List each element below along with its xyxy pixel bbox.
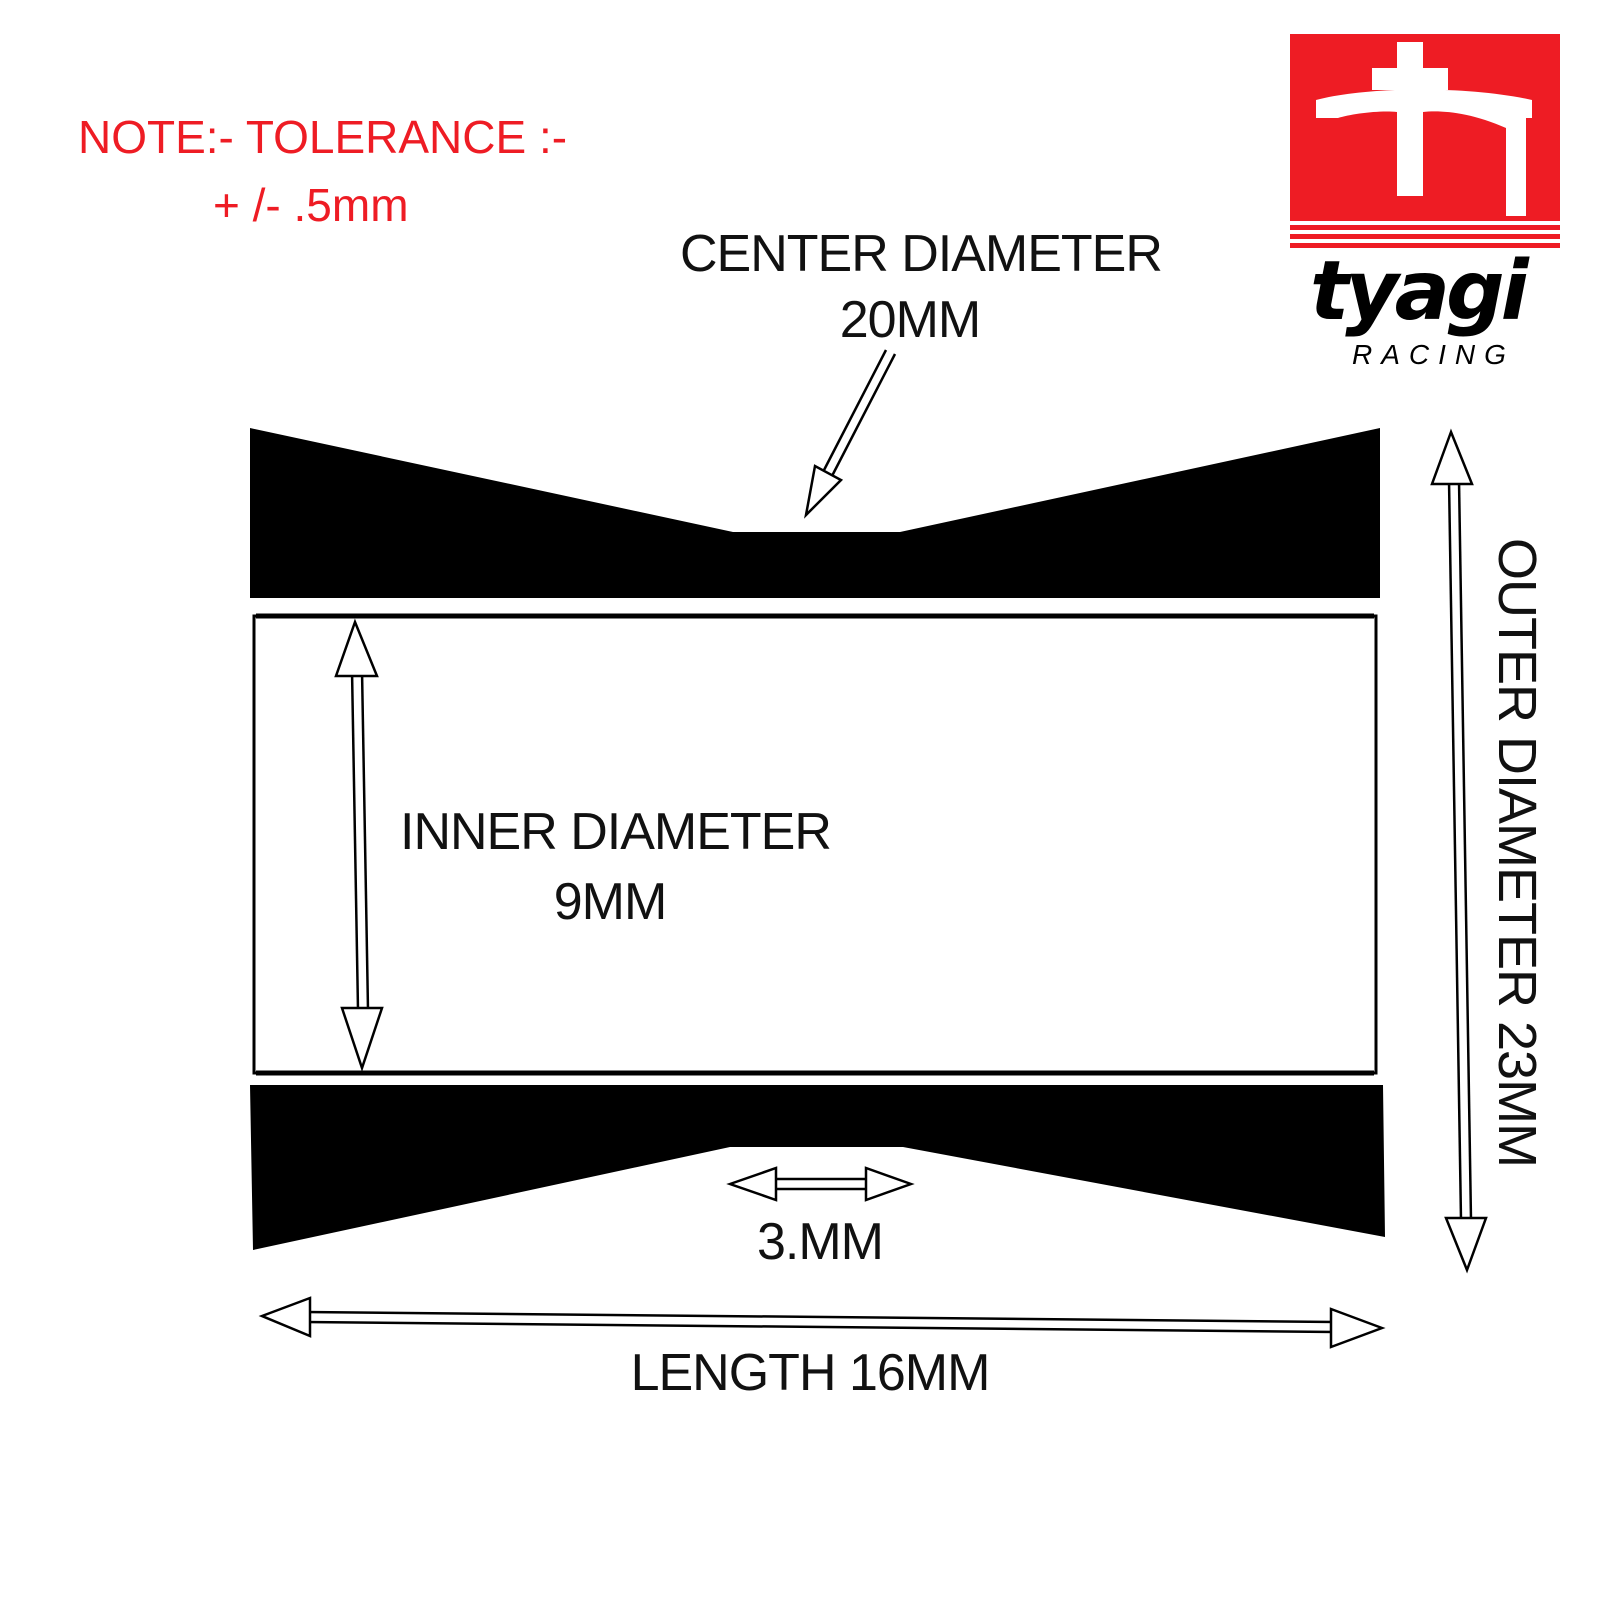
bushing-bottom-section bbox=[250, 1085, 1385, 1250]
inner-diameter-value: 9MM bbox=[553, 873, 668, 931]
tyagi-racing-logo: tyagi RACING bbox=[1290, 34, 1560, 374]
bushing-top-section bbox=[250, 428, 1380, 598]
logo-wordmark: tyagi bbox=[1310, 244, 1529, 339]
length-label: LENGTH 16MM bbox=[630, 1344, 991, 1402]
inner-diameter-arrow bbox=[334, 618, 384, 1072]
outer-diameter-label: OUTER DIAMETER 23MM bbox=[1487, 538, 1547, 1168]
tolerance-note-line1: NOTE:- TOLERANCE :- bbox=[78, 111, 568, 163]
center-diameter-arrow bbox=[804, 349, 897, 519]
center-diameter-value: 20MM bbox=[839, 291, 981, 349]
flat-width-label: 3.MM bbox=[757, 1213, 884, 1271]
center-diameter-title: CENTER DIAMETER bbox=[680, 225, 1163, 283]
logo-subtitle: RACING bbox=[1352, 339, 1515, 370]
inner-diameter-title: INNER DIAMETER bbox=[400, 803, 832, 861]
outer-diameter-arrow bbox=[1430, 428, 1488, 1274]
tolerance-note-line2: + /- .5mm bbox=[213, 179, 409, 231]
flat-width-arrow bbox=[726, 1166, 915, 1202]
logo-emblem bbox=[1290, 34, 1560, 248]
length-arrow bbox=[258, 1296, 1386, 1349]
